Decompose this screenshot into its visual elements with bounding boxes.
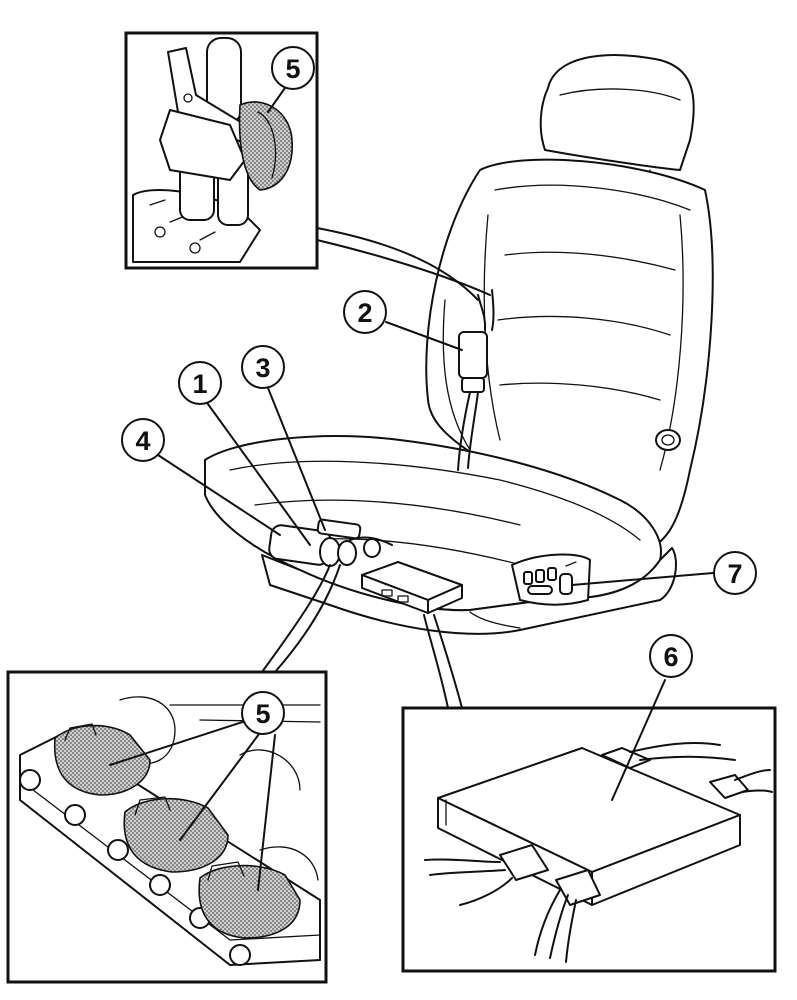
callout-4: 4 — [121, 418, 165, 462]
callout-4-label: 4 — [135, 426, 150, 456]
underseat-connectors — [261, 518, 393, 673]
callout-5-bottom-label: 5 — [255, 699, 270, 729]
callout-7-label: 7 — [727, 559, 742, 589]
callout-1: 1 — [178, 361, 222, 405]
callout-5-top: 5 — [271, 46, 315, 90]
callout-6: 6 — [649, 634, 693, 678]
callout-3: 3 — [241, 345, 285, 389]
seat-switch-panel — [511, 553, 591, 606]
connector-5-bottom-c — [198, 864, 301, 939]
callout-5-bottom: 5 — [241, 691, 285, 735]
callout-5-top-label: 5 — [285, 54, 300, 84]
callout-7: 7 — [713, 551, 757, 595]
callout-3-label: 3 — [255, 353, 270, 383]
backrest-connector — [457, 289, 495, 471]
callout-2: 2 — [343, 290, 387, 334]
callout-1-label: 1 — [192, 369, 207, 399]
control-module-small — [361, 561, 463, 709]
callout-6-label: 6 — [663, 642, 678, 672]
recline-knob — [655, 429, 681, 451]
headrest — [539, 54, 695, 171]
callout-2-label: 2 — [357, 298, 372, 328]
inset-bottom-right — [401, 706, 777, 973]
inset-top — [124, 31, 319, 270]
leader-lines — [109, 87, 714, 891]
connector-5-bottom-b — [123, 797, 229, 873]
